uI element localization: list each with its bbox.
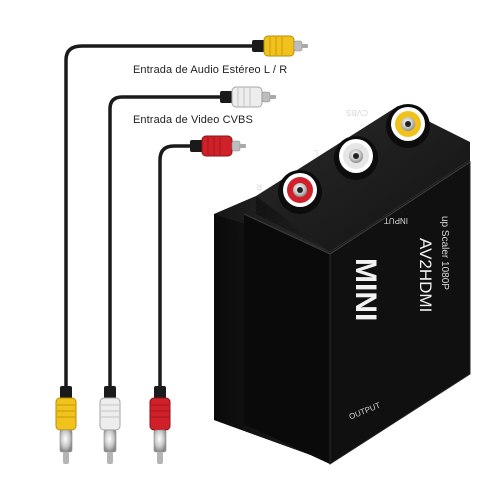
plug-white-top xyxy=(220,86,276,108)
cable-yellow xyxy=(64,44,260,394)
model-name: AV2HDMI xyxy=(416,238,435,312)
plug-red-bottom xyxy=(149,386,171,464)
plug-red-top xyxy=(190,135,246,157)
caption-audio-input: Entrada de Audio Estéreo L / R xyxy=(133,64,288,76)
converter-box xyxy=(214,106,471,465)
jack-white xyxy=(334,136,378,180)
brand-mini: MINI xyxy=(349,258,382,321)
caption-video-input: Entrada de Video CVBS xyxy=(133,114,253,126)
jack-yellow xyxy=(386,104,430,148)
jack-label-r: R xyxy=(256,182,262,191)
input-label: INPUT xyxy=(384,216,408,225)
jack-label-cvbs: CVBS xyxy=(346,108,368,117)
plug-yellow-top xyxy=(252,35,308,57)
jack-red xyxy=(278,170,322,214)
plug-yellow-bottom xyxy=(55,386,77,464)
plug-white-bottom xyxy=(99,386,121,464)
jack-label-l: L xyxy=(313,148,318,157)
model-tagline: up Scaler 1080P xyxy=(439,216,450,290)
cable-red xyxy=(158,144,198,394)
cable-white xyxy=(108,95,228,394)
